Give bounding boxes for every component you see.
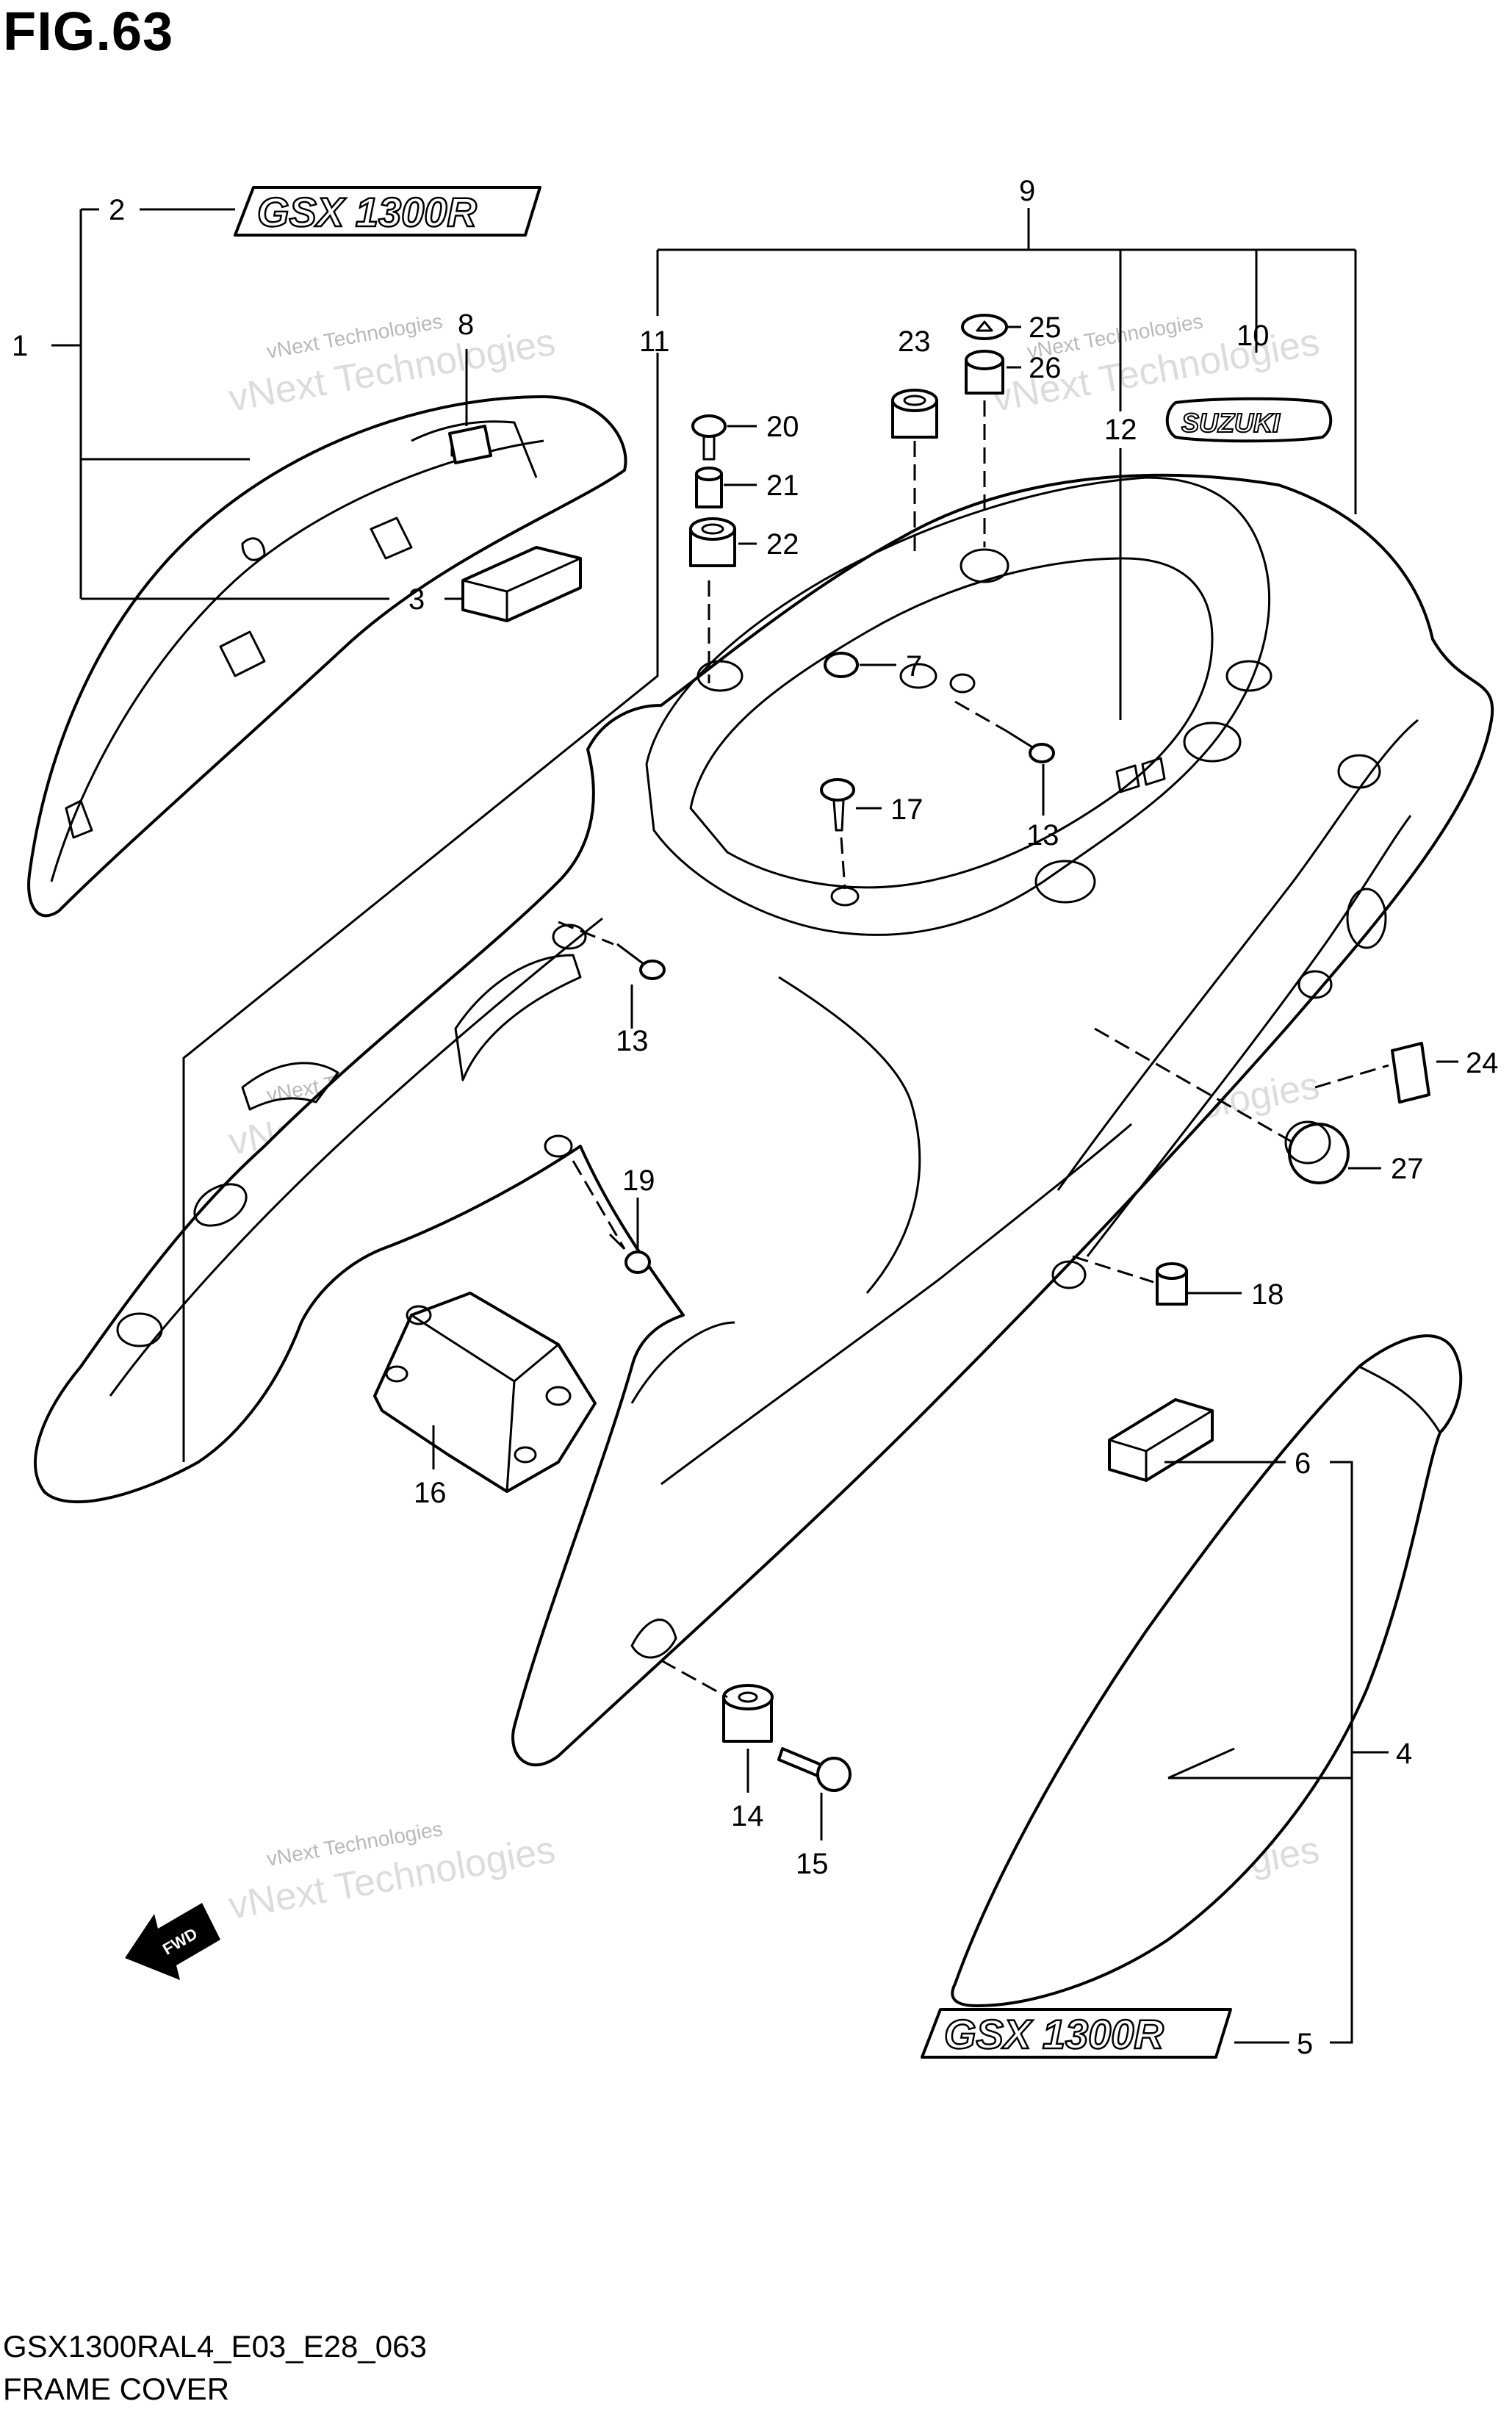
- screw-13-b: [616, 943, 666, 980]
- callout-16: 16: [414, 1477, 447, 1509]
- bolt-15: [777, 1747, 852, 1792]
- cushion-18: [1156, 1262, 1188, 1306]
- callout-25: 25: [1029, 312, 1062, 344]
- callout-3: 3: [408, 583, 425, 616]
- collar-21: [695, 467, 723, 508]
- drawing-code: GSX1300RAL4_E03_E28_063: [3, 2329, 427, 2364]
- badge-text: GSX 1300R: [944, 2011, 1164, 2057]
- brand-badge-10: SUZUKI: [1165, 397, 1333, 443]
- screw-25: [961, 314, 1008, 340]
- callout-6: 6: [1295, 1447, 1311, 1480]
- model-badge-2: GSX 1300R: [234, 186, 541, 237]
- label-24: [1391, 1042, 1430, 1104]
- callout-7: 7: [906, 650, 922, 683]
- callout-24: 24: [1466, 1047, 1499, 1079]
- callout-27: 27: [1391, 1153, 1424, 1185]
- callout-13-a: 13: [1026, 819, 1059, 852]
- callout-19: 19: [622, 1165, 655, 1197]
- callout-26: 26: [1029, 352, 1062, 384]
- foam-block: [1108, 1398, 1214, 1482]
- callout-14: 14: [731, 1800, 764, 1832]
- mounting-bracket: [373, 1292, 597, 1493]
- screw-19: [608, 1233, 651, 1274]
- clip-8: [448, 425, 492, 464]
- right-side-cover: [951, 1334, 1463, 2007]
- callout-9: 9: [1019, 175, 1035, 207]
- badge-text: GSX 1300R: [257, 189, 477, 235]
- model-badge-5: GSX 1300R: [921, 2008, 1232, 2059]
- callout-8: 8: [458, 309, 474, 341]
- clip-17: [820, 778, 855, 832]
- figure-name: FRAME COVER: [3, 2372, 230, 2406]
- callout-15: 15: [796, 1848, 829, 1880]
- callout-21: 21: [766, 469, 799, 502]
- callout-20: 20: [766, 411, 799, 443]
- left-tail-cover: [27, 395, 627, 918]
- cushion-14: [722, 1684, 774, 1743]
- callout-17: 17: [890, 793, 924, 826]
- callout-11: 11: [639, 325, 670, 358]
- callout-12: 12: [1104, 414, 1137, 446]
- badge-text: SUZUKI: [1181, 408, 1281, 438]
- callout-13-b: 13: [616, 1025, 649, 1057]
- cap-27: [1284, 1120, 1350, 1184]
- callout-18: 18: [1251, 1278, 1284, 1311]
- leader-lines: [51, 208, 1458, 2044]
- screw-13-a: [1006, 730, 1055, 763]
- screw-20: [691, 414, 727, 461]
- cushion-7: [824, 652, 859, 678]
- main-frame-cover: [34, 473, 1494, 1767]
- fwd-arrow-icon: FWD: [125, 1903, 220, 1980]
- foam-block: [461, 546, 582, 622]
- callout-10: 10: [1236, 320, 1270, 352]
- callout-22: 22: [766, 528, 799, 561]
- grommet-22: [689, 517, 736, 567]
- grommet-23: [891, 389, 938, 439]
- callout-numbers: 1 2 3 4 5 6 7 8 9 10 11 12 13 13 14 15 1…: [12, 175, 1499, 2060]
- callout-5: 5: [1297, 2028, 1313, 2060]
- figure-title: FIG.63: [3, 1, 174, 62]
- callout-2: 2: [109, 194, 125, 226]
- caution-label: [1115, 757, 1166, 793]
- callout-1: 1: [12, 330, 28, 362]
- callout-4: 4: [1396, 1738, 1412, 1770]
- grommet-26: [965, 350, 1004, 395]
- callout-23: 23: [898, 325, 931, 358]
